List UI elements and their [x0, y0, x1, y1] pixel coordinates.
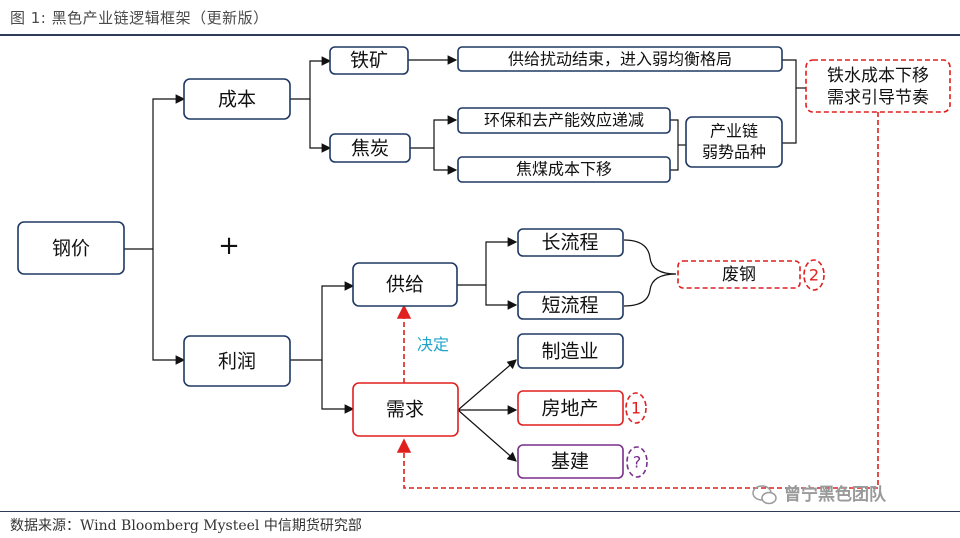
figure-title: 图 1: 黑色产业链逻辑框架（更新版） — [10, 9, 269, 27]
node-long-process-label: 长流程 — [541, 232, 598, 254]
edge-coke-coal — [433, 148, 458, 175]
node-profit-label: 利润 — [218, 351, 256, 373]
edge-demand-infra — [457, 409, 517, 462]
badge-question-label: ? — [633, 453, 642, 472]
node-iron-cost-line2: 需求引导节奏 — [827, 88, 929, 108]
node-infrastructure-label: 基建 — [551, 451, 589, 473]
node-weak-chain: 产业链 弱势品种 — [685, 116, 783, 168]
edge-supply-long — [457, 237, 518, 286]
badge-2-label: 2 — [809, 266, 819, 285]
node-demand-label: 需求 — [386, 399, 424, 421]
node-short-process-label: 短流程 — [541, 295, 598, 317]
node-short-process: 短流程 — [517, 291, 624, 320]
edge-price-profit — [152, 249, 186, 365]
node-steel-price-label: 钢价 — [52, 238, 90, 260]
node-steel-price: 钢价 — [17, 221, 125, 275]
bottom-rule — [0, 511, 960, 512]
edge-coke-env — [410, 115, 458, 149]
node-iron-ore-label: 铁矿 — [350, 50, 388, 72]
edge-profit-supply — [290, 281, 355, 361]
wechat-icon — [752, 485, 777, 505]
node-weak-chain-line1: 产业链 — [710, 122, 758, 141]
node-iron-ore-outcome-label: 供给扰动结束，进入弱均衡格局 — [508, 50, 732, 69]
edge-profit-demand — [321, 360, 355, 414]
node-profit: 利润 — [183, 335, 291, 387]
edge-price-cost — [124, 94, 186, 250]
plus-sign: + — [218, 231, 240, 261]
node-env-policy-label: 环保和去产能效应递减 — [484, 111, 644, 130]
badge-2 — [803, 259, 825, 291]
node-manufacturing-label: 制造业 — [541, 341, 598, 363]
node-cost: 成本 — [183, 78, 291, 120]
node-scrap — [677, 260, 801, 289]
node-demand: 需求 — [352, 382, 459, 437]
node-supply: 供给 — [352, 262, 458, 307]
label-decides: 决定 — [417, 335, 449, 354]
node-manufacturing: 制造业 — [517, 333, 624, 369]
badge-1 — [625, 392, 647, 424]
node-real-estate: 房地产 — [517, 390, 624, 426]
edge-cost-ironore — [290, 56, 332, 100]
badge-1-label: 1 — [631, 399, 641, 418]
node-scrap-label: 废钢 — [722, 265, 756, 285]
node-infrastructure: 基建 — [517, 444, 624, 479]
node-iron-ore: 铁矿 — [329, 46, 409, 75]
edge-supply-short — [485, 285, 518, 310]
edge-ironcost-demand — [396, 112, 879, 489]
badge-question — [626, 446, 648, 478]
node-cost-label: 成本 — [218, 89, 256, 111]
node-iron-cost — [805, 59, 951, 113]
edge-demand-manufacturing — [457, 359, 517, 411]
bracket-scrap — [623, 239, 677, 307]
node-coke-coal-cost-label: 焦煤成本下移 — [516, 160, 612, 179]
bracket-ironcost — [782, 59, 797, 144]
node-coke-coal-cost: 焦煤成本下移 — [457, 156, 671, 183]
node-long-process: 长流程 — [517, 228, 624, 257]
watermark: 曾宁黑色团队 — [784, 485, 886, 505]
node-supply-label: 供给 — [386, 274, 424, 296]
node-coking-coal-label: 焦炭 — [351, 138, 389, 160]
node-env-policy: 环保和去产能效应递减 — [457, 107, 671, 134]
node-weak-chain-line2: 弱势品种 — [702, 143, 766, 162]
top-rule — [0, 34, 960, 36]
edge-cost-coke — [309, 99, 332, 153]
node-real-estate-label: 房地产 — [541, 398, 598, 420]
node-coking-coal: 焦炭 — [329, 133, 411, 163]
node-iron-ore-outcome: 供给扰动结束，进入弱均衡格局 — [457, 46, 783, 72]
node-iron-cost-line1: 铁水成本下移 — [827, 66, 929, 86]
bracket-weak — [670, 119, 679, 171]
source-note: 数据来源：Wind Bloomberg Mysteel 中信期货研究部 — [10, 518, 362, 534]
